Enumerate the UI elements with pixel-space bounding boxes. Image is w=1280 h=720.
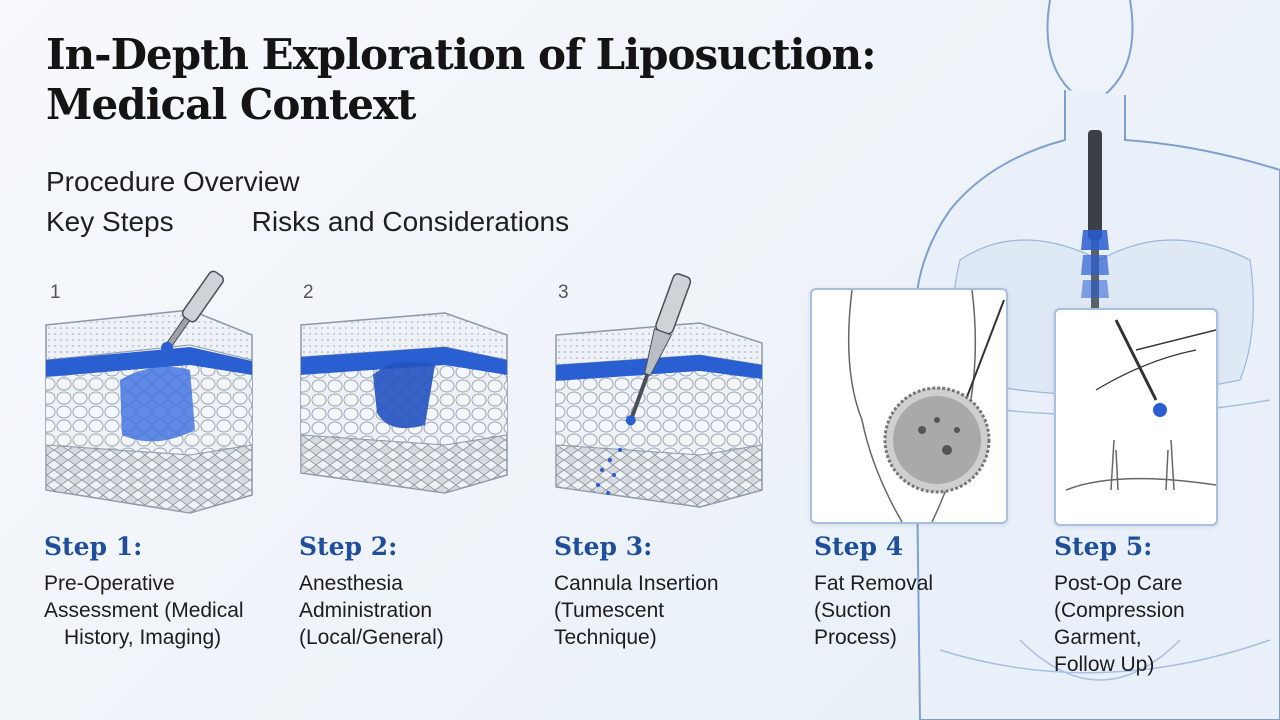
step-1-tissue-illustration (45, 270, 253, 514)
step-3-line-1: Cannula Insertion (554, 572, 719, 595)
step-2-tissue-illustration (300, 312, 508, 494)
step-2-number: 2 (303, 282, 314, 303)
step-4-panel (810, 288, 1008, 524)
step-1-description: Pre-Operative Assessment (Medical Histor… (44, 570, 244, 651)
section-nav: Key Steps Risks and Considerations (46, 206, 569, 238)
step-1-heading: Step 1: (44, 532, 143, 561)
step-2-heading: Step 2: (299, 532, 398, 561)
title-line-2: Medical Context (46, 80, 416, 129)
step-4-line-2: (Suction (814, 599, 892, 622)
step-2-line-1: Anesthesia (299, 572, 403, 595)
step-1-number: 1 (50, 282, 61, 303)
step-5-line-1: Post-Op Care (1054, 572, 1183, 595)
step-5-line-3: Garment, (1054, 626, 1142, 649)
step-4-fat-removal-illustration (847, 289, 1005, 523)
step-4-heading: Step 4 (814, 532, 904, 561)
procedure-overview-label: Procedure Overview (46, 166, 300, 197)
step-5-line-2: (Compression (1054, 599, 1185, 622)
step-3-line-3: Technique) (554, 626, 657, 649)
step-1-line-2: Assessment (Medical (44, 599, 244, 622)
step-1-line-3: History, Imaging) (64, 626, 222, 649)
step-3-heading: Step 3: (554, 532, 653, 561)
step-3-number: 3 (558, 282, 569, 303)
step-5-panel (1054, 308, 1218, 526)
step-5-description: Post-Op Care (Compression Garment, Follo… (1054, 570, 1185, 678)
step-5-post-op-illustration (1065, 319, 1217, 491)
step-4-description: Fat Removal (Suction Process) (814, 570, 933, 651)
page-title: In-Depth Exploration of Liposuction: Med… (46, 30, 946, 130)
step-5-heading: Step 5: (1054, 532, 1153, 561)
step-1-line-1: Pre-Operative (44, 572, 175, 595)
step-5-line-4: Follow Up) (1054, 653, 1155, 676)
step-3-description: Cannula Insertion (Tumescent Technique) (554, 570, 719, 651)
step-2-description: Anesthesia Administration (Local/General… (299, 570, 444, 651)
step-4-line-3: Process) (814, 626, 897, 649)
step-2-line-3: (Local/General) (299, 626, 444, 649)
step-2-line-2: Administration (299, 599, 433, 622)
step-3-line-2: (Tumescent (554, 599, 665, 622)
step-4-line-1: Fat Removal (814, 572, 934, 595)
human-torso-illustration (913, 0, 1280, 720)
step-3-tissue-illustration (555, 273, 763, 508)
risks-label: Risks and Considerations (251, 206, 570, 237)
title-line-1: In-Depth Exploration of Liposuction: (46, 30, 877, 79)
key-steps-label: Key Steps (46, 206, 174, 237)
